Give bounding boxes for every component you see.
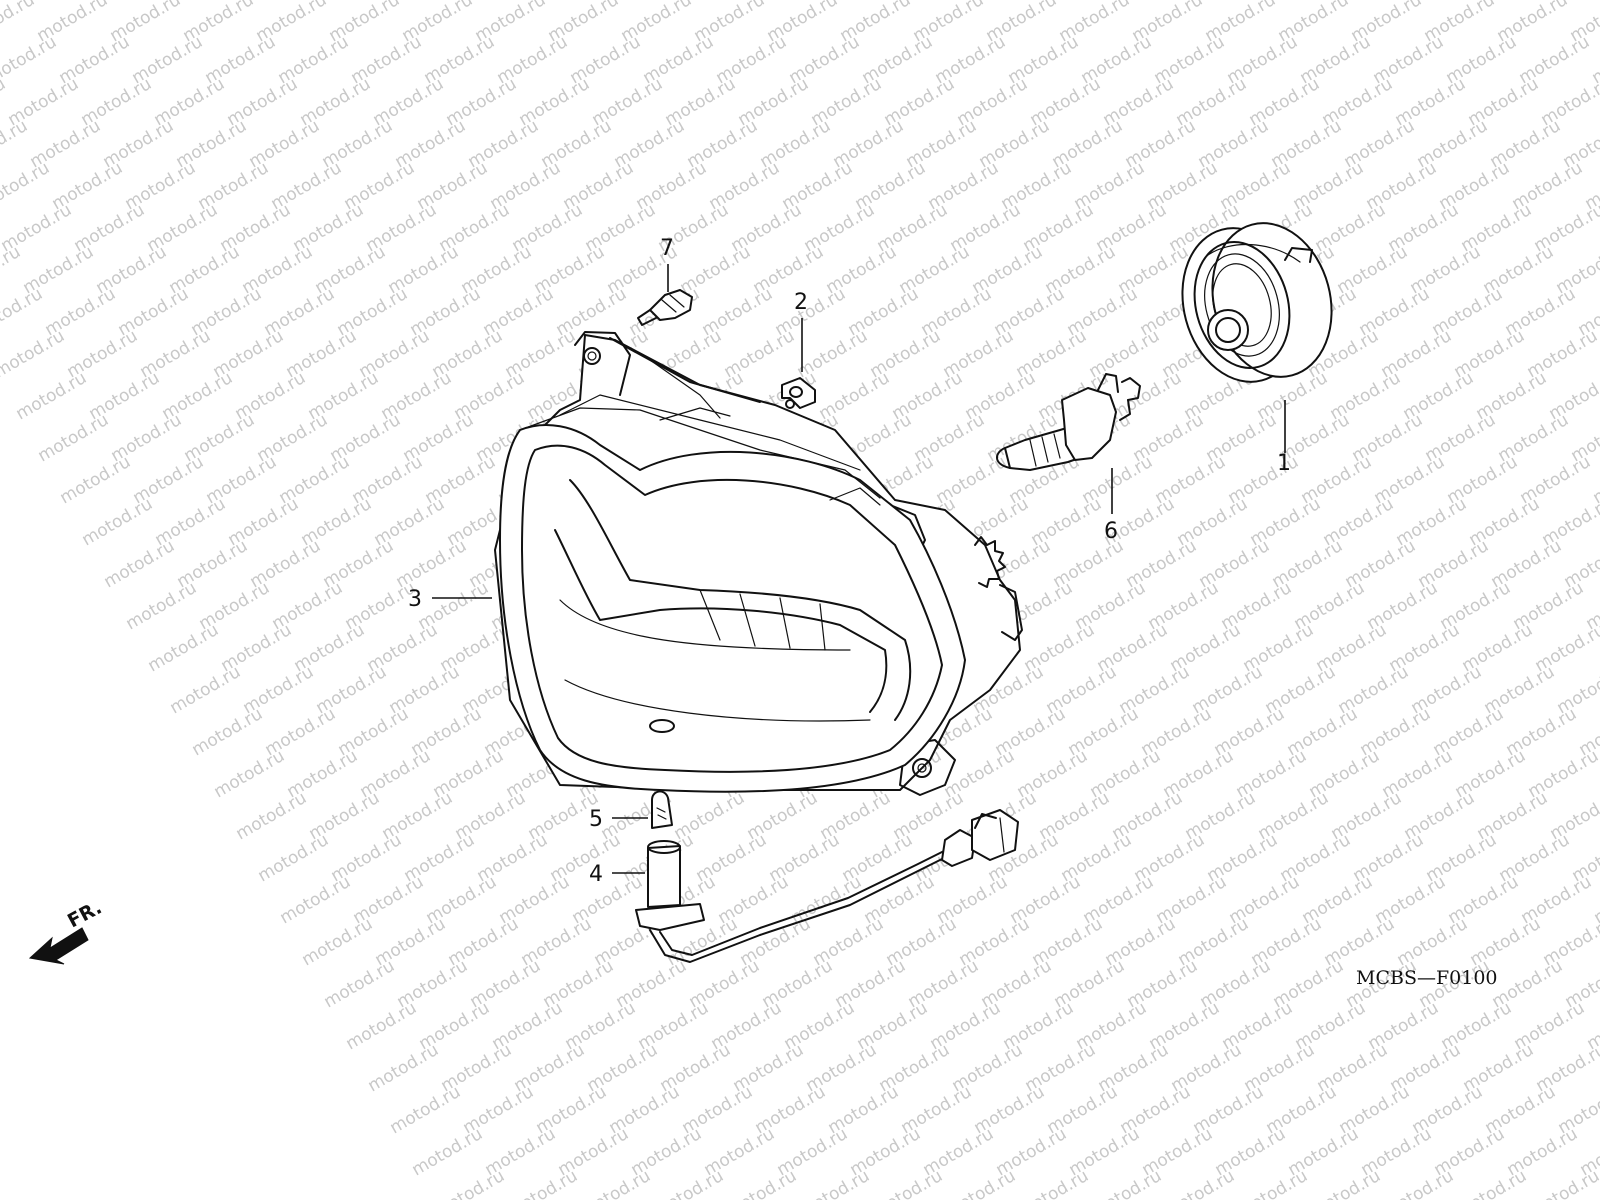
headlight-unit [494,331,1023,796]
watermark-text: motod.ru [387,1082,465,1138]
watermark-text: motod.ru [35,410,113,466]
watermark-text: motod.ru [650,1166,728,1200]
watermark-text: motod.ru [0,326,68,382]
watermark-text: motod.ru [365,1040,443,1096]
front-direction-marker: FR. [28,896,105,965]
leader-lines [432,264,1286,874]
watermark-text: motod.ru [796,1166,874,1200]
watermark-text: motod.ru [123,578,201,634]
callout-4: 4 [589,862,603,887]
callouts: 1 2 3 4 5 6 7 [408,236,1291,887]
watermark-text: motod.ru [577,1166,655,1200]
callout-1: 1 [1277,451,1291,476]
watermark-text: motod.ru [723,1166,801,1200]
watermark-text: motod.ru [0,242,24,298]
watermark-text: motod.ru [233,788,311,844]
clip [781,377,816,409]
watermark-text: motod.ru [0,0,38,46]
watermark-text: motod.ru [1526,1166,1600,1200]
watermark-text: motod.ru [1380,1166,1458,1200]
watermark-text: motod.ru [431,1166,509,1200]
watermark-text: motod.ru [1453,1166,1531,1200]
watermark-text: motod.ru [167,662,245,718]
watermark-text: motod.ru [299,914,377,970]
watermark-text: motod.ru [101,536,179,592]
socket-and-wiring [635,809,1019,963]
front-label: FR. [64,896,105,932]
watermark-text: motod.ru [0,158,53,214]
watermark-text: motod.ru [1015,1166,1093,1200]
watermark-text: motod.ru [321,956,399,1012]
callout-6: 6 [1104,519,1118,544]
watermark-text: motod.ru [343,998,421,1054]
watermark-text: motod.ru [211,746,289,802]
h4-bulb [996,373,1141,471]
watermark-text: motod.ru [1088,1166,1166,1200]
watermark-text: motod.ru [409,1124,487,1180]
front-arrow-icon [28,927,89,965]
watermark-text: motod.ru [189,704,267,760]
position-bulb [651,790,673,829]
callout-7: 7 [660,236,674,261]
watermark-text: motod.ru [504,1166,582,1200]
diagram-code: MCBS—F0100 [1356,967,1498,989]
callout-2: 2 [794,290,808,315]
watermark-text: motod.ru [0,32,60,88]
callout-3: 3 [408,587,422,612]
watermark-text: motod.ru [1161,1166,1239,1200]
watermark-text: motod.ru [13,368,91,424]
dust-cover [1181,222,1333,383]
watermark-text: motod.ru [1307,1166,1385,1200]
screw [637,289,693,326]
watermark-text: motod.ru [0,116,31,172]
watermark-text: motod.ru [145,620,223,676]
watermark-text: motod.ru [1597,326,1600,382]
watermark-text: motod.ru [57,452,135,508]
watermark-text: motod.ru [0,74,9,130]
callout-5: 5 [589,807,603,832]
watermark-text: motod.ru [79,494,157,550]
watermark-text: motod.ru [942,1166,1020,1200]
watermark-text: motod.ru [255,830,333,886]
watermark-text: motod.ru [277,872,355,928]
watermark-text: motod.ru [869,1166,947,1200]
watermark-text: motod.ru [1234,1166,1312,1200]
watermark-text: motod.ru [0,284,46,340]
